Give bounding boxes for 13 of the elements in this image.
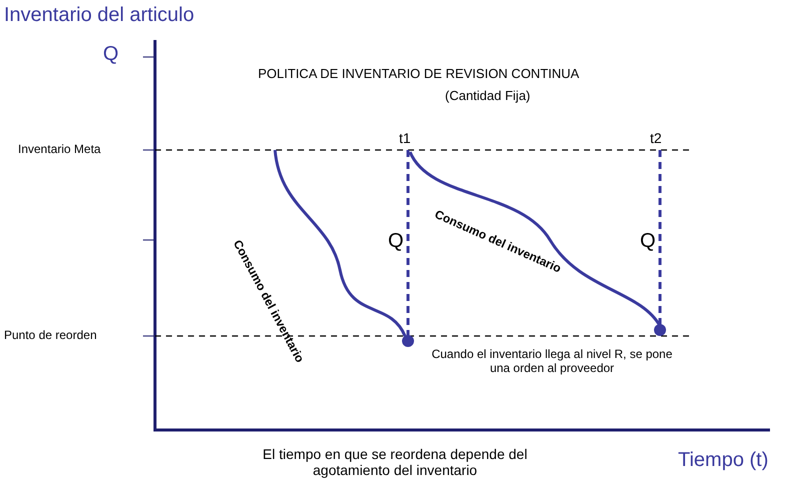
chart-title: POLITICA DE INVENTARIO DE REVISION CONTINUA (258, 67, 580, 82)
tick-label: Inventario Meta (18, 143, 101, 157)
subtitle: (Cantidad Fija) (445, 89, 530, 104)
note: Cuando el inventario llega al nivel R, se pone una orden al proveedor (430, 348, 674, 376)
quantity-label: Q (640, 230, 656, 253)
time-label: t1 (399, 130, 411, 146)
quantity-label: Q (388, 230, 404, 253)
axis-title: Tiempo (t) (678, 449, 768, 472)
axis-title: Inventario del articulo (4, 4, 194, 27)
time-label: t2 (650, 130, 662, 146)
tick-label: Q (103, 43, 119, 66)
caption-note: El tiempo en que se reordena depende del agotamiento del inventario (262, 446, 528, 478)
tick-label: Punto de reorden (4, 329, 97, 343)
